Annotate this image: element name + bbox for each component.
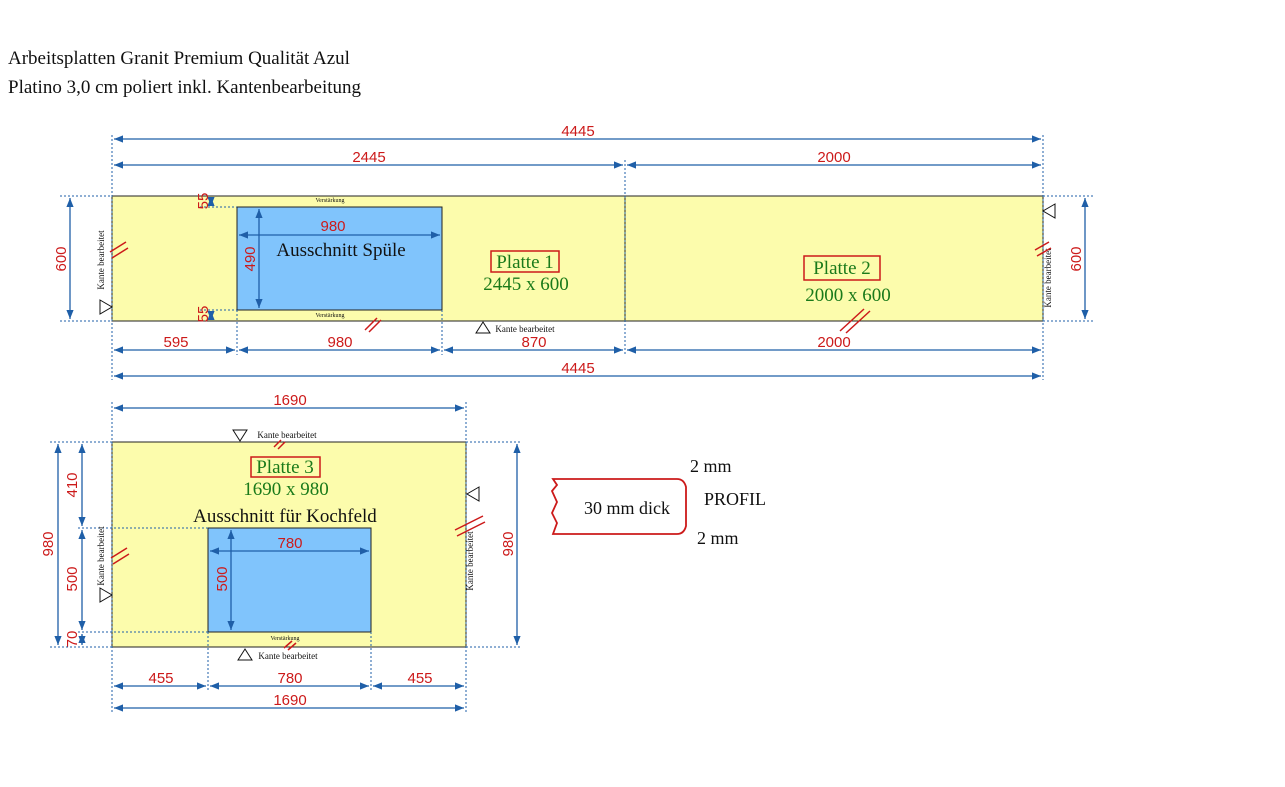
plate-1-edge-left-label: Kante bearbeitet bbox=[96, 230, 106, 290]
plate-2-name: Platte 2 bbox=[813, 258, 871, 279]
edge-right-marker-icon bbox=[1042, 203, 1056, 219]
p3-edge-left-marker-icon bbox=[99, 587, 113, 603]
dim-total-top: 4445 bbox=[561, 123, 594, 140]
plate-2-slab bbox=[624, 195, 1044, 322]
extension-lines-p3 bbox=[50, 402, 522, 712]
p3-dim-500: 500 bbox=[64, 566, 81, 591]
dim-bottom-980: 980 bbox=[327, 334, 352, 351]
dimension-lines-p3 bbox=[54, 404, 521, 712]
p3-dim-bottom-total: 1690 bbox=[273, 692, 306, 709]
p3-dim-top-width: 1690 bbox=[273, 392, 306, 409]
extension-lines-top bbox=[60, 135, 1095, 380]
profile-label: PROFIL bbox=[704, 489, 766, 509]
p3-dim-cutout-width: 780 bbox=[277, 535, 302, 552]
profile-shape bbox=[550, 478, 687, 535]
dim-depth-left-p1: 600 bbox=[53, 246, 70, 271]
plate-2-label-frame bbox=[803, 255, 881, 281]
plate-3-edge-left-label: Kante bearbeitet bbox=[96, 526, 106, 586]
profile-thickness: 30 mm dick bbox=[584, 498, 670, 518]
drawing-title: Arbeitsplatten Granit Premium Qualität A… bbox=[8, 44, 361, 102]
dim-bottom-2000: 2000 bbox=[817, 334, 850, 351]
dim-total-bottom: 4445 bbox=[561, 360, 594, 377]
dim-offset-top: 55 bbox=[195, 193, 212, 210]
dim-offset-bottom: 55 bbox=[195, 306, 212, 323]
dim-sink-depth: 490 bbox=[242, 246, 259, 271]
cooktop-cutout bbox=[207, 527, 372, 633]
p3-dim-70: 70 bbox=[64, 631, 81, 648]
p3-dim-cutout-depth: 500 bbox=[214, 566, 231, 591]
cooktop-cutout-label: Ausschnitt für Kochfeld bbox=[193, 506, 377, 527]
dim-bottom-870: 870 bbox=[521, 334, 546, 351]
profile-bottom-radius: 2 mm bbox=[697, 528, 739, 548]
dim-sink-width: 980 bbox=[320, 218, 345, 235]
dim-part2-top: 2000 bbox=[817, 149, 850, 166]
p3-dim-depth-right: 980 bbox=[500, 531, 517, 556]
dimension-lines-top bbox=[66, 135, 1089, 380]
dim-bottom-595: 595 bbox=[163, 334, 188, 351]
p3-edge-bottom-marker-icon bbox=[237, 648, 253, 661]
plate-3-name: Platte 3 bbox=[256, 457, 314, 478]
p3-dim-bottom-455-right: 455 bbox=[407, 670, 432, 687]
plate-1-label-frame bbox=[490, 250, 560, 273]
plate-3-edge-bottom-label: Kante bearbeitet bbox=[258, 651, 318, 661]
plate-3-edge-right-label: Kante bearbeitet bbox=[465, 531, 475, 591]
plate-1-size: 2445 x 600 bbox=[483, 274, 569, 295]
dim-depth-right-p2: 600 bbox=[1068, 246, 1085, 271]
sink-cutout-label: Ausschnitt Spüle bbox=[276, 240, 405, 261]
plate-2-edge-right-label: Kante bearbeitet bbox=[1043, 248, 1053, 308]
break-marks-top bbox=[109, 241, 1052, 334]
p3-dim-depth-left: 980 bbox=[40, 531, 57, 556]
p3-dim-bottom-455-left: 455 bbox=[148, 670, 173, 687]
profile-top-radius: 2 mm bbox=[690, 456, 732, 476]
plate-1-edge-bottom-label: Kante bearbeitet bbox=[495, 324, 555, 334]
plate-3-label-frame bbox=[250, 456, 321, 478]
edge-bottom-marker-icon bbox=[475, 321, 491, 334]
sink-cutout bbox=[236, 206, 443, 311]
edge-left-marker-icon bbox=[99, 299, 113, 315]
p3-edge-right-marker-icon bbox=[466, 486, 480, 502]
plate-3-reinforcement: Verstärkung bbox=[271, 636, 300, 642]
plate-1-name: Platte 1 bbox=[496, 252, 554, 273]
plate-3-edge-top-label: Kante bearbeitet bbox=[257, 430, 317, 440]
dim-part1-top: 2445 bbox=[352, 149, 385, 166]
plate-1-reinforcement-top: Verstärkung bbox=[316, 198, 345, 204]
plate-2-size: 2000 x 600 bbox=[805, 285, 891, 306]
p3-dim-410: 410 bbox=[64, 472, 81, 497]
title-line-2: Platino 3,0 cm poliert inkl. Kantenbearb… bbox=[8, 77, 362, 98]
p3-edge-top-marker-icon bbox=[232, 429, 248, 442]
break-marks-p3 bbox=[110, 439, 486, 651]
plate-3-size: 1690 x 980 bbox=[243, 479, 329, 500]
title-line-1: Arbeitsplatten Granit Premium Qualität A… bbox=[8, 48, 350, 69]
p3-dim-bottom-780: 780 bbox=[277, 670, 302, 687]
plate-1-reinforcement-bottom: Verstärkung bbox=[316, 313, 345, 319]
